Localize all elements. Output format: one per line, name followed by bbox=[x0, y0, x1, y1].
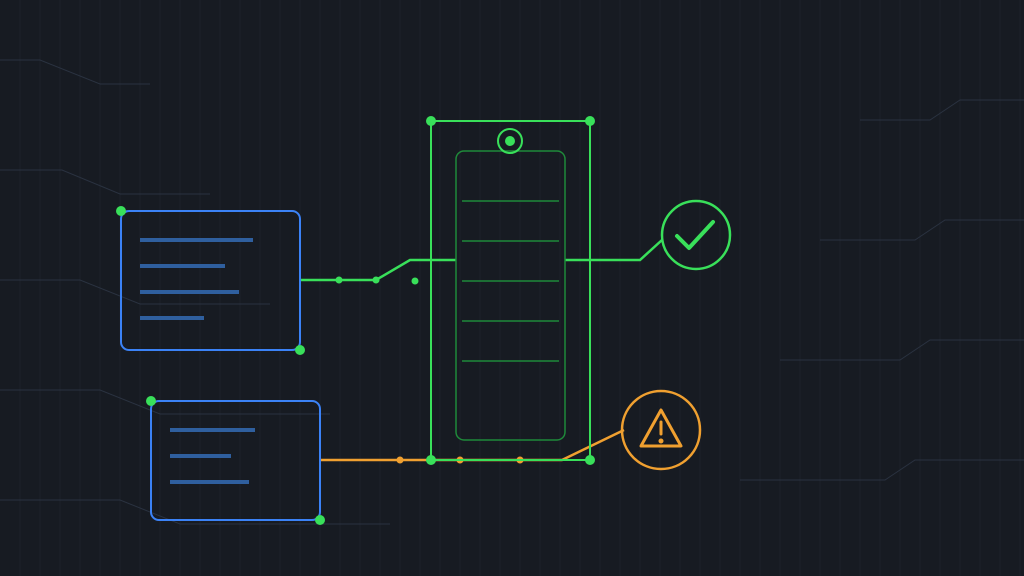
central-device-rows bbox=[462, 200, 559, 362]
central-device-handle-top-left[interactable] bbox=[426, 116, 436, 126]
wire-joint bbox=[372, 276, 380, 284]
source-panel-2-text-lines bbox=[170, 428, 255, 484]
wire-panel1-to-device bbox=[300, 258, 456, 282]
source-panel-1-handle-top-left[interactable] bbox=[116, 206, 126, 216]
background-grid bbox=[19, 0, 1021, 576]
source-panel-2-handle-bottom-right[interactable] bbox=[315, 515, 325, 525]
circuit-trace bbox=[0, 59, 150, 85]
central-device-frame bbox=[430, 120, 591, 461]
source-panel-1-text-lines bbox=[140, 238, 253, 320]
source-panel-1 bbox=[116, 206, 305, 355]
warning-icon bbox=[639, 408, 683, 448]
source-panel-1-handle-bottom-right[interactable] bbox=[295, 345, 305, 355]
source-panel-2-frame bbox=[150, 400, 321, 521]
central-device-handle-top-right[interactable] bbox=[585, 116, 595, 126]
central-device bbox=[426, 116, 595, 465]
source-panel-2-handle-top-left[interactable] bbox=[146, 396, 156, 406]
central-device-screen bbox=[455, 150, 566, 441]
status-warning-ring bbox=[620, 389, 702, 471]
circuit-trace bbox=[0, 279, 270, 305]
target-icon bbox=[497, 128, 523, 154]
wire-joint bbox=[335, 276, 343, 284]
wire-panel2-to-warning bbox=[320, 428, 625, 462]
source-panel-1-frame bbox=[120, 210, 301, 351]
central-device-handle-bottom-left[interactable] bbox=[426, 455, 436, 465]
connector-wires bbox=[300, 239, 663, 464]
central-device-handle-bottom-right[interactable] bbox=[585, 455, 595, 465]
check-icon bbox=[675, 220, 715, 250]
circuit-trace bbox=[0, 389, 330, 415]
status-warning bbox=[620, 389, 702, 471]
status-ok-ring bbox=[660, 199, 732, 271]
circuit-trace bbox=[0, 169, 210, 195]
wire-joint bbox=[411, 277, 419, 285]
circuit-trace bbox=[860, 99, 1024, 121]
circuit-trace bbox=[740, 459, 1024, 481]
circuit-trace bbox=[820, 219, 1024, 241]
source-panel-2 bbox=[146, 396, 325, 525]
status-ok bbox=[660, 199, 732, 271]
circuit-trace bbox=[780, 339, 1024, 361]
wire-joint bbox=[396, 456, 404, 464]
